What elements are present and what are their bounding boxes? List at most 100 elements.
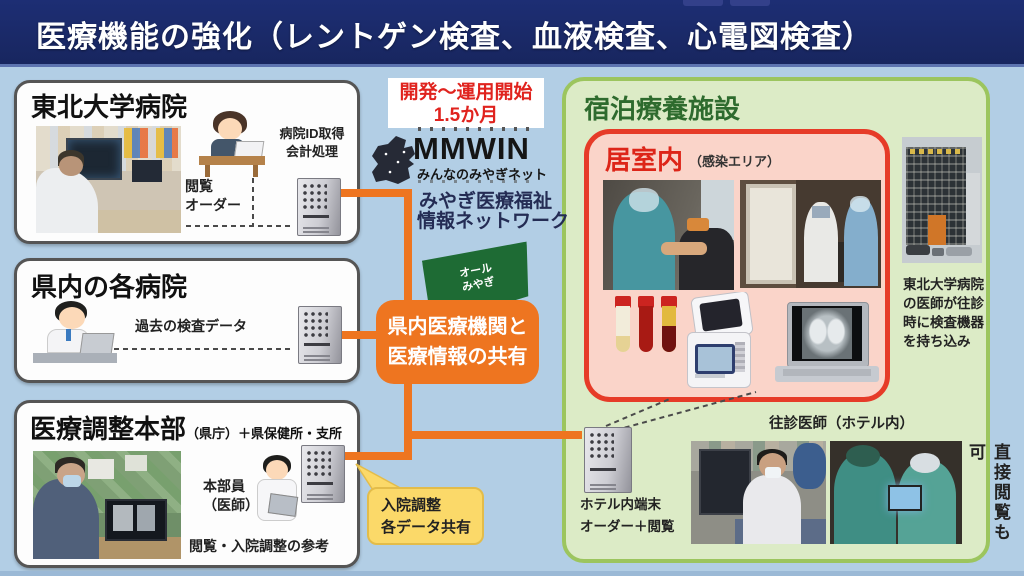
connector-lodging-line — [412, 431, 582, 439]
photo-shape-desk — [99, 537, 181, 559]
photo-shape-notes — [124, 128, 178, 158]
server-foot — [304, 355, 330, 357]
laptop-keyboard — [783, 369, 871, 376]
hq-staff-label: 本部員 （医師） — [203, 477, 259, 515]
guest-room-box: 居室内 （感染エリア） — [584, 129, 890, 402]
figure-face — [266, 460, 288, 480]
admission-bubble: 入院調整 各データ共有 — [367, 487, 484, 545]
photo-ppe-corridor — [740, 180, 881, 288]
photo-shape-xray — [137, 505, 155, 531]
photo-hospital-workstation — [36, 126, 181, 233]
photo-shape-paper — [88, 459, 114, 479]
lodging-facility-panel: 宿泊療養施設 居室内 （感染エリア） — [562, 77, 1010, 563]
server-icon-hotel-terminal — [584, 427, 632, 493]
photo-shape-head — [59, 156, 83, 176]
photo-shape-desk — [96, 210, 181, 233]
connector-prefecture-line — [336, 331, 376, 339]
tohoku-hospital-box: 東北大学病院 病院ID取得 会計処理 閲覧 オーダー — [14, 80, 360, 244]
room-subtitle: （感染エリア） — [689, 154, 781, 169]
header-edge-line — [0, 64, 1024, 67]
visiting-doctor-label: 往診医師（ホテル内） — [769, 416, 914, 432]
photo-shape-car — [906, 245, 930, 255]
share-line2: 医療情報の共有 — [387, 346, 528, 368]
figure-desk-leg — [205, 165, 210, 177]
header-bar: 医療機能の強化（レントゲン検査、血液検査、心電図検査） — [0, 0, 1024, 64]
server-icon-tohoku — [297, 178, 341, 236]
header-tab-decoration — [683, 0, 723, 6]
mmwin-subtitle: みんなのみやぎネット — [417, 167, 548, 182]
equipment-bring-label: 東北大学病院 の医師が往診 時に検査機器 を持ち込み — [903, 275, 984, 351]
photo-shape-faceshield — [850, 196, 870, 212]
photo-shape-person — [33, 479, 99, 559]
dev-period-line2: 1.5か月 — [433, 105, 499, 126]
reception-line1: 病院ID取得 — [279, 126, 345, 141]
mmwin-network-line1: みやぎ医療福祉 — [419, 191, 553, 212]
staff-line1: 本部員 — [203, 478, 245, 494]
tohoku-hospital-title: 東北大学病院 — [31, 92, 188, 122]
figure-tablet — [267, 493, 299, 517]
coordination-title-sub: （県庁）＋県保健所・支所 — [186, 426, 343, 441]
data-sharing-box: 県内医療機関と 医療情報の共有 — [376, 300, 539, 384]
tube-cap — [661, 296, 677, 308]
photo-hotel-building — [902, 137, 982, 263]
hotel-terminal-label1: ホテル内端末 — [580, 497, 661, 512]
past-data-label: 過去の検査データ — [135, 318, 247, 334]
bring-line4: を持ち込み — [903, 334, 971, 349]
photo-shape-door — [750, 188, 792, 280]
photo-shape-entrance — [928, 215, 946, 245]
blood-tubes-icon — [615, 296, 679, 356]
miyagi-map-icon — [372, 136, 415, 184]
page-title: 医療機能の強化（レントゲン検査、血液検査、心電図検査） — [36, 21, 873, 54]
figure-desk-leg — [253, 165, 258, 177]
photo-shape-xray — [113, 505, 133, 531]
reception-label: 病院ID取得 会計処理 — [269, 125, 355, 161]
view-order-label: 閲覧 オーダー — [185, 177, 241, 215]
order-line: オーダー — [185, 197, 241, 213]
mmwin-furigana-marks — [418, 127, 530, 131]
photo-shape-cap1 — [846, 445, 880, 467]
dev-period-line1: 開発～運用開始 — [399, 82, 533, 103]
server-foot — [307, 494, 333, 496]
mmwin-network-line2: 情報ネットワーク — [417, 211, 570, 232]
figure-desk — [199, 156, 265, 165]
photo-shape-nurse-gown — [844, 198, 878, 286]
photo-shape-paper — [125, 455, 147, 471]
server-foot — [303, 227, 329, 229]
flag-label: オール みやぎ — [458, 261, 496, 295]
coordination-title-main: 医療調整本部 — [30, 414, 187, 444]
tube-body-red — [639, 306, 653, 352]
figure-laptop — [79, 333, 115, 355]
room-title: 居室内 — [605, 145, 684, 175]
share-line1: 県内医療機関と — [387, 316, 528, 338]
photo-tablet-viewing — [830, 441, 962, 544]
figure-face — [218, 118, 242, 140]
figure-desk — [33, 353, 117, 363]
server-vents — [303, 184, 327, 211]
dev-period-box: 開発～運用開始 1.5か月 — [388, 78, 544, 128]
tube-cap — [615, 296, 631, 308]
connector-coordination-line — [340, 452, 404, 460]
photo-ppe-care — [603, 180, 734, 290]
photo-shape-blur-patch — [687, 218, 709, 231]
photo-shape-car — [932, 248, 944, 256]
tube-cap — [638, 296, 654, 308]
pcr-machine-icon — [683, 292, 755, 392]
coordination-hq-box: 医療調整本部（県庁）＋県保健所・支所 本部員 （医師） — [14, 400, 360, 568]
server-vents — [304, 312, 328, 339]
server-vents — [307, 451, 331, 478]
photo-shape-person2 — [793, 443, 826, 489]
server-slot — [590, 468, 616, 471]
server-slot — [307, 482, 333, 485]
photo-shape-arm — [661, 242, 707, 255]
figure-face — [59, 307, 85, 329]
tube-sediment — [662, 326, 676, 352]
photo-shape-monitor — [699, 449, 751, 515]
reception-line2: 会計処理 — [285, 144, 338, 159]
connector-tohoku-line — [336, 189, 404, 197]
xray-laptop-icon — [775, 302, 879, 390]
photo-visiting-doctor — [691, 441, 826, 544]
server-slot — [304, 343, 330, 346]
bubble-line2: 各データ共有 — [381, 519, 472, 536]
bubble-line1: 入院調整 — [381, 497, 442, 514]
